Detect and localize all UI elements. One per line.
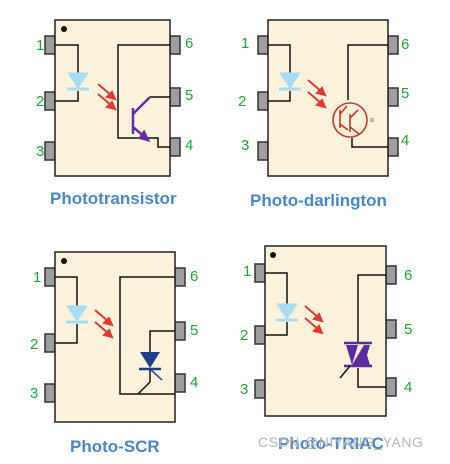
triac-icon [339,341,372,379]
pin-1 [257,35,269,55]
pin-5 [387,87,399,107]
pin-number: 1 [36,37,44,54]
pin-number: 5 [185,87,193,104]
pin-6 [385,265,397,285]
caption-phototransistor: Phototransistor [50,189,177,208]
pin1-dot [61,26,67,32]
pin-number: 6 [401,36,409,53]
pin-number: 6 [190,268,198,285]
pin-1 [254,263,266,283]
light-arrows [94,309,114,339]
pin-number: 4 [190,374,198,391]
pin-3 [257,141,269,161]
pin-number: 2 [238,93,246,110]
pin-2 [254,325,266,345]
pin-5 [174,321,186,341]
pin-1 [44,267,56,287]
pin-6 [174,267,186,287]
pin-number: 6 [185,35,193,52]
pin-4 [385,377,397,397]
pin-number: 6 [404,267,412,284]
package-phototransistor: 1 2 3 6 5 4 Phototransistor [36,19,193,208]
pin-6 [169,35,181,55]
pin-4 [169,137,181,157]
pin-number: 5 [404,321,412,338]
pin-2 [44,333,56,353]
light-arrows [97,83,117,111]
caption-photo-scr: Photo-SCR [70,437,160,456]
pin-5 [169,87,181,107]
pin-number: 3 [241,137,249,154]
pin1-dot [270,252,276,258]
scr-icon [139,352,163,381]
pin-2 [44,91,56,111]
pin-1 [44,35,56,55]
pin-number: 3 [30,385,38,402]
watermark: CSDN @NIYANG_YANG [258,434,424,450]
package-photo-darlington: o 1 2 3 6 5 4 Photo-darlington [238,19,409,210]
pin-number: 2 [30,336,38,353]
led-icon [67,72,89,89]
light-arrows [304,305,324,335]
caption-photo-darlington: Photo-darlington [250,191,387,210]
pin-number: 1 [243,263,251,280]
ic-body [264,245,387,417]
pin-number: 5 [190,322,198,339]
pin-number: 1 [33,269,41,286]
pin-4 [387,137,399,157]
package-photo-scr: 1 2 3 6 5 4 Photo-SCR [30,251,198,456]
phototransistor-icon [131,96,151,142]
pin-number: 4 [401,132,409,149]
pin-number: 4 [185,137,193,154]
svg-text:o: o [370,117,374,124]
pin-number: 3 [36,143,44,160]
led-icon [279,72,301,89]
caption-photo-triac: Photo-TRIAC [278,434,384,453]
darlington-icon: o [332,102,374,138]
ic-body [267,19,389,177]
pin-4 [174,373,186,393]
pin-6 [387,35,399,55]
pin-3 [254,379,266,399]
pin-number: 2 [240,327,248,344]
pin-3 [44,141,56,161]
pin-number: 5 [401,85,409,102]
pin-3 [44,383,56,403]
led-icon [276,303,298,320]
led-icon [66,305,88,322]
pin-5 [385,319,397,339]
pin-number: 3 [240,381,248,398]
package-photo-triac: 1 2 3 6 5 4 Photo-TRIAC [240,245,412,453]
light-arrows [307,79,327,109]
pin-number: 1 [241,35,249,52]
pin-number: 2 [36,93,44,110]
pin1-dot [61,258,67,264]
pin-number: 4 [404,379,412,396]
pin-2 [257,91,269,111]
